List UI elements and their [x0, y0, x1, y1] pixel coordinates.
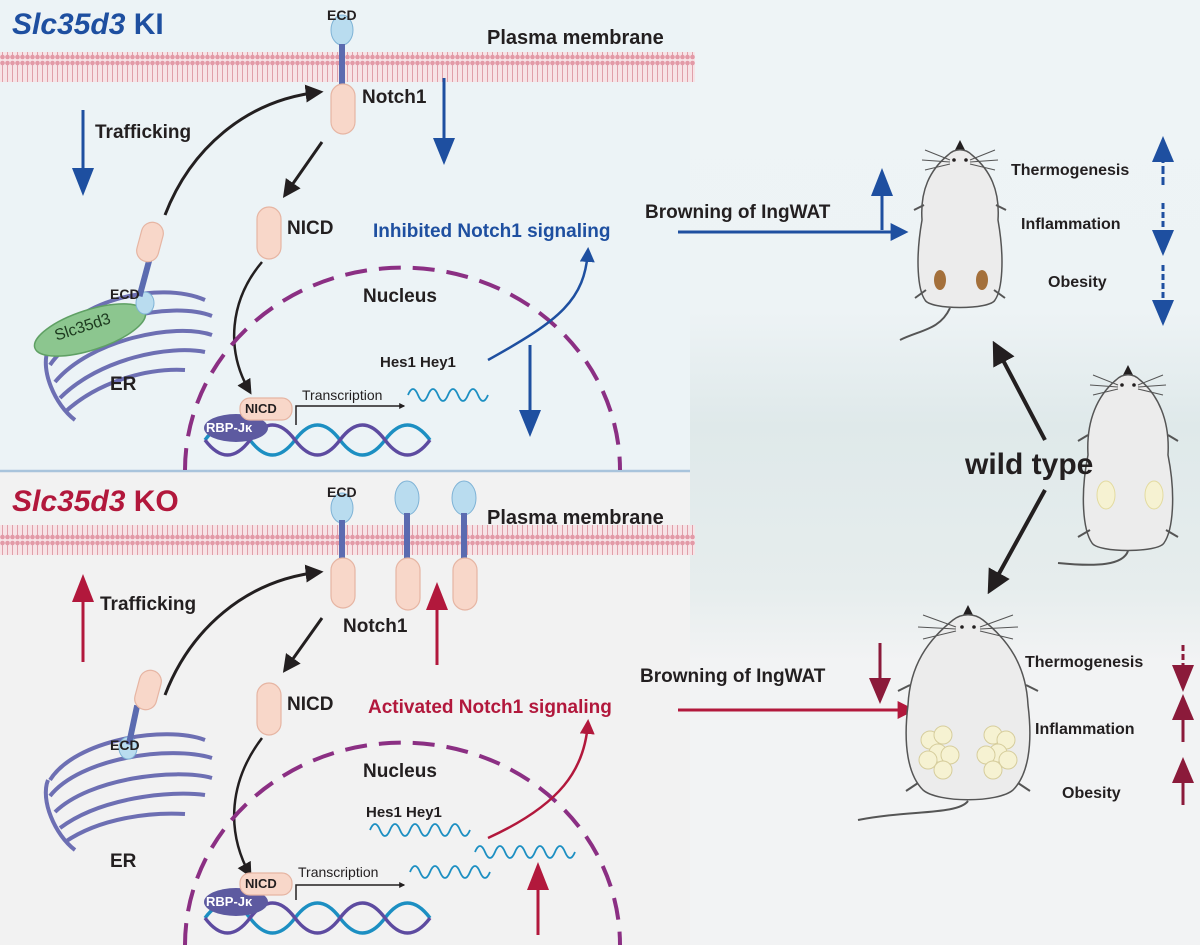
ki-down-arrow-notch1	[433, 78, 455, 165]
ki-nicd-box-label: NICD	[245, 401, 277, 416]
ko-thermogenesis-label: Thermogenesis	[1025, 654, 1144, 671]
ki-er-ecd	[135, 291, 155, 315]
ko-obesity-up-arrow	[1172, 757, 1194, 805]
ko-nicd-pill	[256, 682, 282, 736]
ko-notch1-receptor	[451, 480, 478, 611]
ki-title: Slc35d3 KI	[12, 10, 164, 40]
ko-trafficking-label: Trafficking	[100, 594, 197, 615]
ki-rbp-jk	[204, 414, 268, 442]
ko-rbp-label: RBP-Jκ	[206, 894, 253, 909]
ki-obesity-down-arrow	[1152, 265, 1174, 326]
ko-transcription-arrow	[295, 882, 406, 900]
mouse-icon	[857, 605, 1039, 821]
ki-er-to-membrane-arrow	[163, 84, 324, 216]
ki-er-notch1-pill	[136, 221, 164, 263]
ko-up-arrow-notch1	[426, 582, 448, 665]
ki-inflammation-down-arrow	[1152, 203, 1174, 256]
ko-signaling-label: Activated Notch1 signaling	[368, 697, 612, 718]
ko-er-ecd-label: ECD	[110, 737, 140, 753]
er-icon	[43, 732, 213, 852]
ko-genes-label: Hes1 Hey1	[366, 804, 442, 821]
ko-er-stalk	[125, 704, 141, 746]
mrna-wave-icon	[474, 845, 576, 859]
ko-cleavage-arrow	[282, 617, 324, 673]
mouse-icon	[1057, 365, 1179, 566]
ko-transcription-label: Transcription	[298, 864, 379, 880]
ki-signaling-label: Inhibited Notch1 signaling	[373, 221, 611, 242]
ko-title-suffix: KO	[133, 485, 179, 518]
ko-nicd-box	[239, 872, 293, 896]
ki-ecd-label: ECD	[327, 7, 357, 23]
ki-er-stalk	[136, 254, 154, 298]
ki-thermogenesis-label: Thermogenesis	[1011, 162, 1130, 179]
ki-nicd-label: NICD	[287, 218, 334, 239]
ki-rbp-label: RBP-Jκ	[206, 420, 253, 435]
ki-er-ecd-label: ECD	[110, 286, 140, 302]
ki-cleavage-arrow	[282, 141, 324, 198]
ki-nuclear-envelope	[183, 265, 622, 471]
ko-nucleus-label: Nucleus	[363, 761, 437, 782]
ko-nicd-label: NICD	[287, 694, 334, 715]
ko-er-notch1-pill	[134, 669, 162, 711]
ki-browning-label: Browning of IngWAT	[645, 202, 831, 223]
ko-er-label: ER	[110, 851, 137, 872]
ko-trafficking-up-arrow	[72, 574, 94, 662]
ki-inflammation-label: Inflammation	[1021, 216, 1121, 233]
ko-title-gene: Slc35d3	[12, 485, 126, 518]
ko-gene-to-signaling-arrow	[487, 719, 595, 840]
ki-browning-up-arrow	[871, 168, 893, 230]
ko-nicd-translocation-arrow	[233, 737, 263, 878]
ki-gene-to-signaling-arrow	[487, 247, 595, 362]
ko-browning-label: Browning of IngWAT	[640, 666, 826, 687]
ko-obesity-label: Obesity	[1062, 785, 1121, 802]
ki-er-label: ER	[110, 374, 137, 395]
mrna-wave-icon	[369, 823, 471, 837]
mrna-wave-icon	[409, 865, 491, 879]
ki-nicd-pill	[256, 206, 282, 260]
mouse-icon	[899, 140, 1007, 341]
ki-transcription-arrow	[295, 403, 406, 425]
ki-plasma-membrane	[0, 52, 695, 82]
wt-to-ki-arrow	[992, 340, 1047, 441]
ki-nucleus-label: Nucleus	[363, 286, 437, 307]
ki-down-arrow-hes	[519, 345, 541, 437]
ki-genes-label: Hes1 Hey1	[380, 354, 456, 371]
ko-thermogenesis-down-arrow	[1172, 645, 1194, 692]
ki-nicd-box	[239, 397, 293, 421]
mrna-wave-icon	[407, 388, 489, 402]
ko-inflammation-label: Inflammation	[1035, 721, 1135, 738]
ko-nicd-box-label: NICD	[245, 876, 277, 891]
ko-ecd-label: ECD	[327, 484, 357, 500]
ko-inflammation-up-arrow	[1172, 694, 1194, 742]
ki-title-gene: Slc35d3	[12, 8, 126, 41]
ki-title-suffix: KI	[133, 8, 164, 41]
ko-notch1-receptor	[394, 480, 421, 611]
wt-to-ko-arrow	[987, 489, 1047, 595]
ko-notch1-receptor	[330, 492, 356, 609]
ko-plasma-membrane-label: Plasma membrane	[487, 507, 664, 529]
wild-type-label: wild type	[965, 448, 1094, 481]
ki-obesity-label: Obesity	[1048, 274, 1107, 291]
ki-thermogenesis-up-arrow	[1152, 136, 1174, 185]
ko-up-arrow-hes	[527, 862, 549, 935]
ki-nicd-translocation-arrow	[233, 261, 263, 395]
ko-er-to-membrane-arrow	[163, 564, 324, 696]
ko-notch1-label: Notch1	[343, 616, 408, 637]
ki-notch1-receptor	[330, 14, 356, 135]
ki-trafficking-label: Trafficking	[95, 122, 192, 143]
ki-trafficking-down-arrow	[72, 110, 94, 196]
ko-title: Slc35d3 KO	[12, 487, 179, 517]
ko-plasma-membrane	[0, 525, 695, 555]
ki-transcription-label: Transcription	[302, 387, 383, 403]
ki-notch1-label: Notch1	[362, 87, 427, 108]
ko-nuclear-envelope	[183, 740, 622, 945]
ki-plasma-membrane-label: Plasma membrane	[487, 27, 664, 49]
ko-browning-down-arrow	[869, 643, 891, 704]
